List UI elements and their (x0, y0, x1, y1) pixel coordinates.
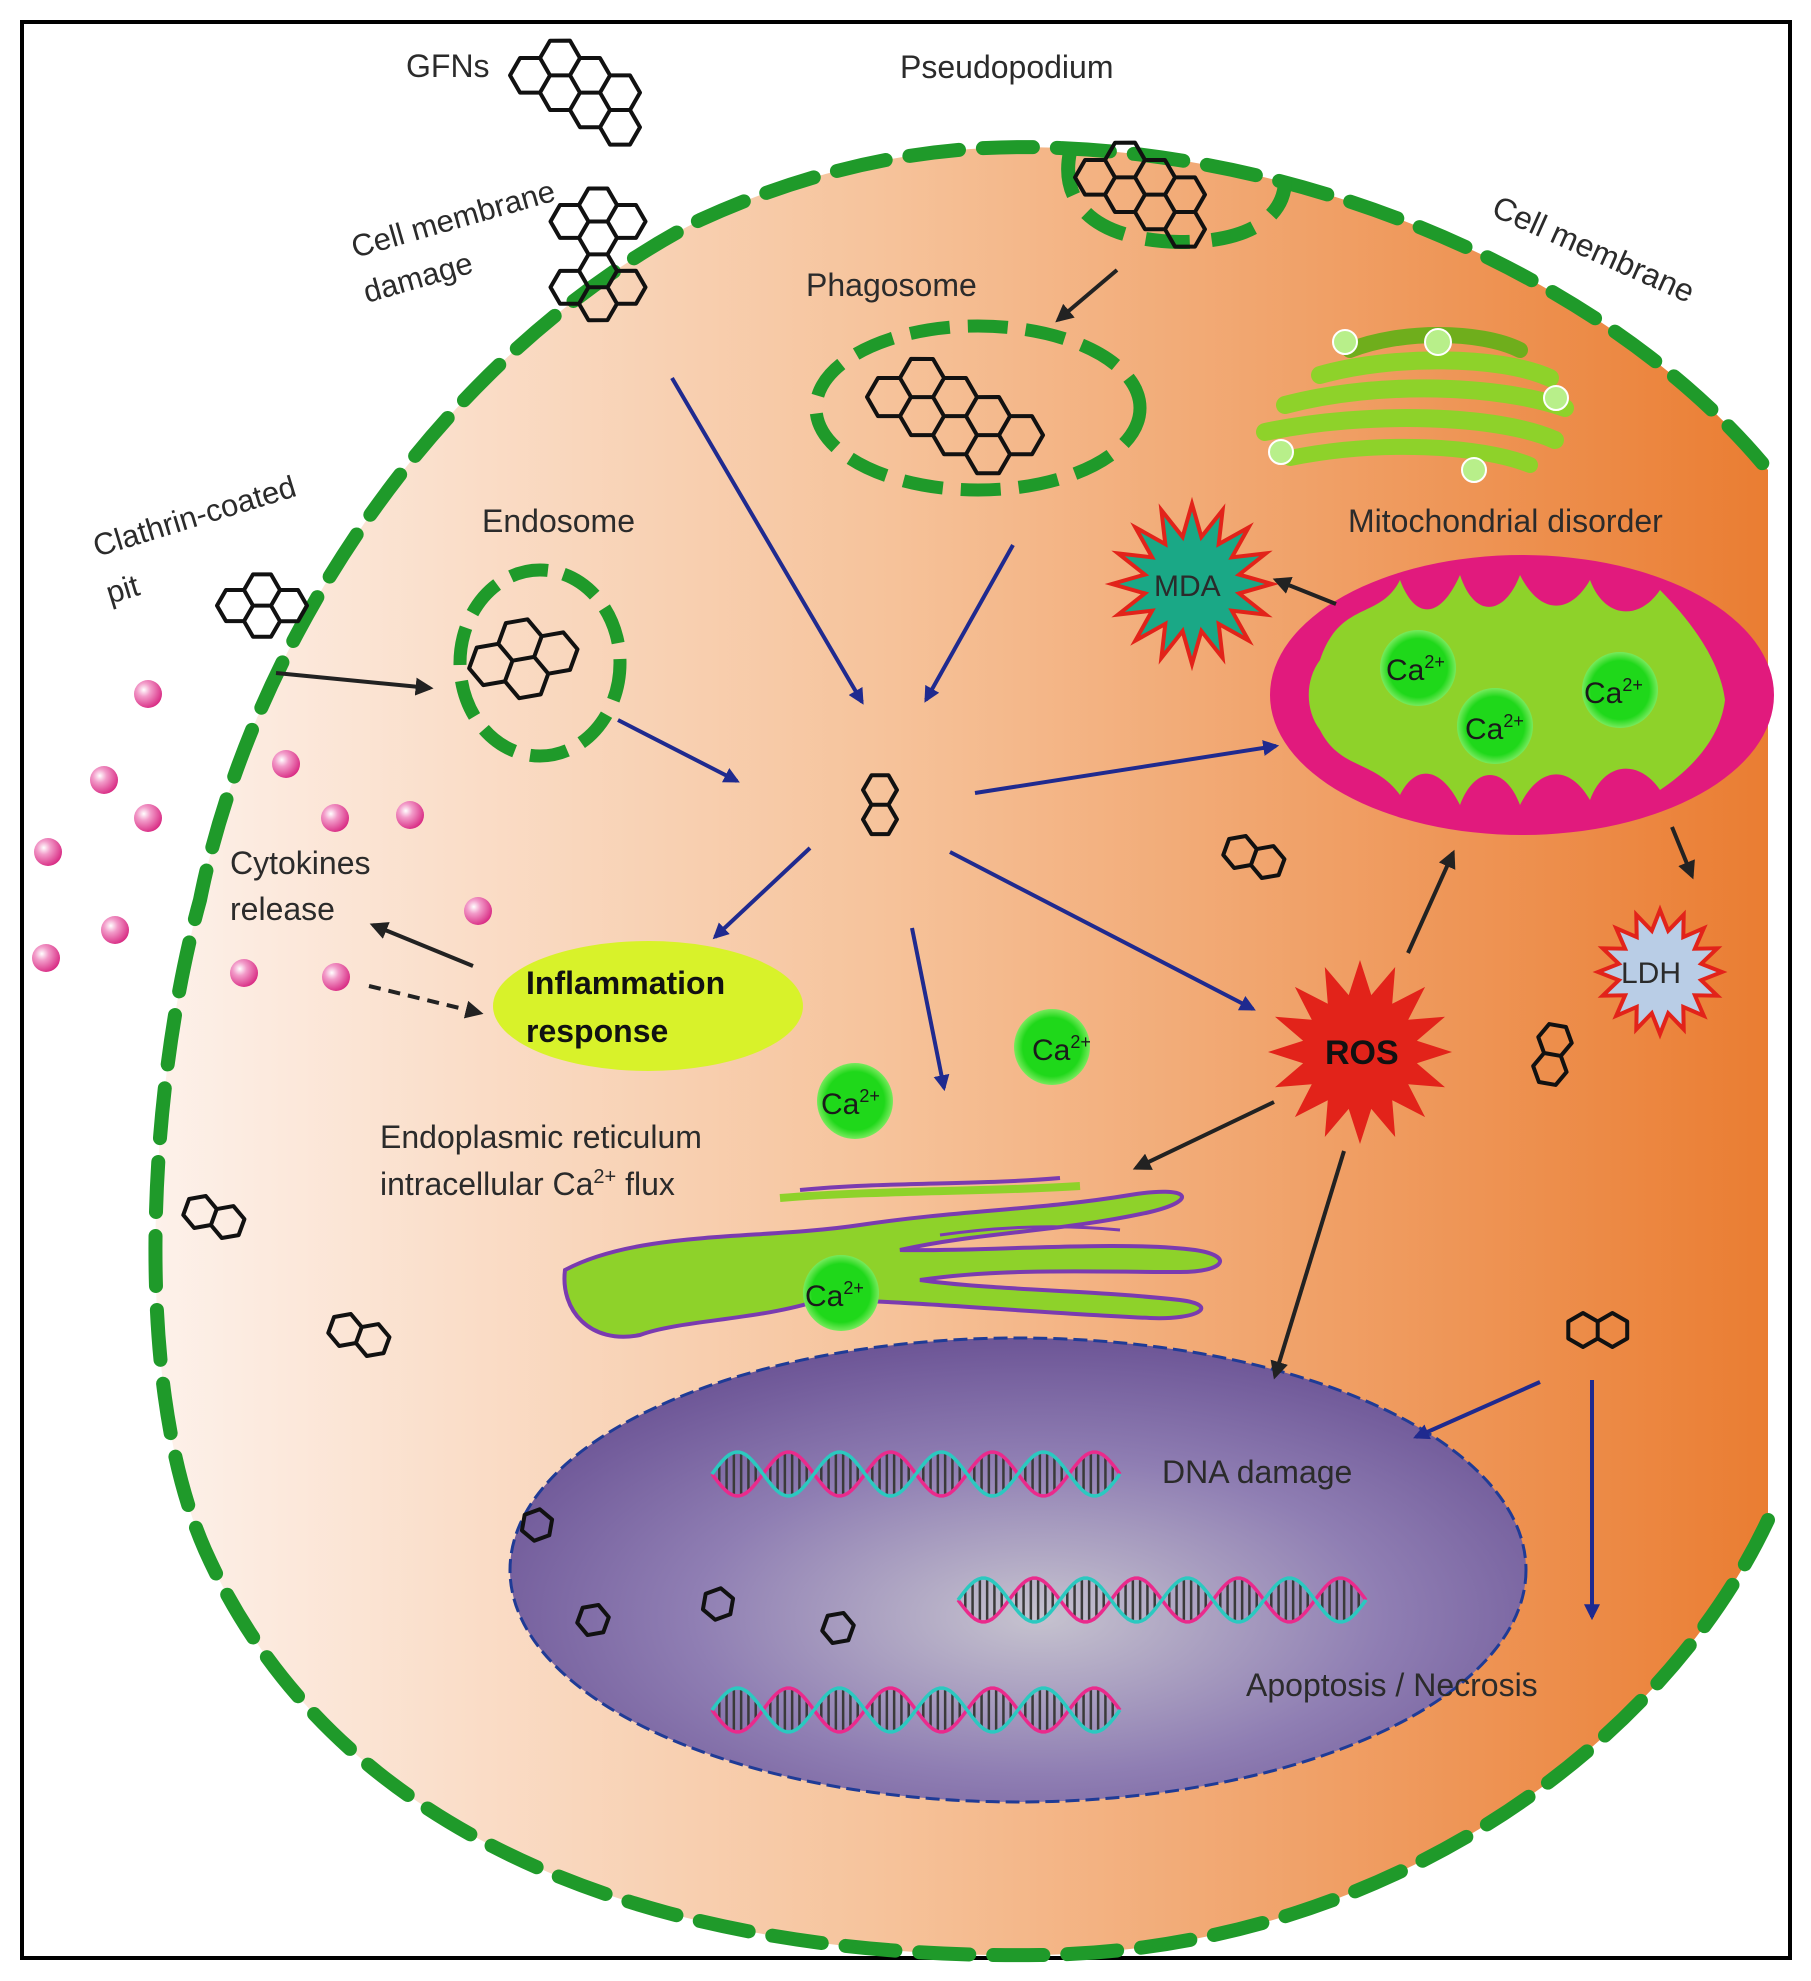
dna-helix-3 (710, 1686, 1122, 1734)
cytokine-beads (32, 680, 492, 991)
graphene-flake-clathrin (214, 572, 310, 639)
arrow-pseudopodium-to-phagosome (1055, 268, 1119, 323)
graphene-flake-endosome (467, 617, 580, 701)
arrow-clathrin-to-endosome (275, 671, 434, 696)
label-phagosome: Phagosome (806, 267, 977, 303)
arrow-ros-to-mitochondrion (1406, 849, 1456, 954)
graphene-flake-left-low (326, 1312, 392, 1359)
svg-text:Ca2+: Ca2+ (805, 1278, 864, 1313)
arrow-ros-to-nucleus (1270, 1150, 1346, 1380)
label-cytokines-line1: Cytokines (230, 845, 371, 881)
graphene-flake-nucleus-4 (820, 1610, 856, 1646)
calcium-ion: Ca2+ (1582, 652, 1658, 728)
graphene-flake-left-membrane (181, 1194, 247, 1241)
label-cytokines-line2: release (230, 891, 335, 927)
calcium-ion: Ca2+ (1457, 688, 1533, 764)
label-mda: MDA (1154, 570, 1221, 603)
graphene-flake-membrane-damage (548, 186, 648, 323)
golgi-apparatus (1256, 327, 1574, 483)
arrow-membrane-damage-to-center (670, 376, 864, 705)
calcium-ion: Ca2+ (817, 1063, 893, 1139)
graphene-flake-nucleus-3 (700, 1586, 736, 1622)
inflammation-response-bubble (493, 941, 803, 1071)
svg-text:Ca2+: Ca2+ (1386, 652, 1445, 687)
graphene-flake-right-bottom (1566, 1311, 1630, 1349)
label-ldh: LDH (1621, 957, 1681, 990)
arrow-mitochondrion-to-ldh (1670, 826, 1695, 880)
label-apoptosis-necrosis: Apoptosis / Necrosis (1246, 1667, 1538, 1703)
ldh-burst (1592, 904, 1728, 1040)
endosome (453, 563, 627, 763)
calcium-ion: Ca2+ (1380, 630, 1456, 706)
arrow-center-to-er (910, 927, 950, 1092)
mitochondrion (1270, 555, 1774, 835)
graphene-flake-phagosome (865, 356, 1046, 476)
graphene-flake-pseudopodium (1073, 140, 1207, 249)
dna-helix-2 (956, 1576, 1368, 1624)
nucleus (508, 1336, 1528, 1804)
phagosome (809, 319, 1147, 497)
arrow-center-to-ros (949, 850, 1256, 1011)
graphene-flake-right-mid (1221, 834, 1287, 881)
graphene-flake-nucleus-2 (575, 1602, 611, 1638)
endoplasmic-reticulum (562, 1176, 1222, 1339)
label-dna-damage: DNA damage (1162, 1454, 1352, 1490)
pathway-arrows (275, 268, 1695, 1621)
label-er-line2: intracellular Ca2+ flux (380, 1166, 675, 1202)
label-pseudopodium: Pseudopodium (900, 49, 1113, 85)
svg-text:Ca2+: Ca2+ (1465, 711, 1524, 746)
calcium-ions: Ca2+ Ca2+ Ca2+ Ca2+ Ca2+ Ca2+ (803, 630, 1658, 1331)
label-ros: ROS (1325, 1034, 1399, 1072)
graphene-flakes (181, 38, 1630, 1646)
label-gfns: GFNs (406, 48, 490, 84)
dna-helix-1 (710, 1450, 1122, 1498)
label-endosome: Endosome (482, 503, 635, 539)
arrow-inflammation-to-cytokines (369, 922, 474, 968)
graphene-flake-right-low (1531, 1022, 1574, 1087)
cell-membrane-dashed (148, 140, 1775, 1963)
graphene-flake-nucleus-1 (519, 1507, 555, 1543)
label-inflammation-line2: response (526, 1013, 668, 1049)
ros-burst (1268, 960, 1452, 1144)
svg-text:Ca2+: Ca2+ (1584, 675, 1643, 710)
calcium-ion: Ca2+ (1014, 1009, 1091, 1085)
arrow-phagosome-to-center (924, 544, 1015, 703)
graphene-flake-gfns (508, 38, 642, 147)
arrow-endosome-to-center (617, 718, 740, 783)
pseudopodium-membrane (1061, 150, 1292, 250)
arrow-center-to-inflammation (712, 846, 812, 940)
label-er-line1: Endoplasmic reticulum (380, 1119, 702, 1155)
mda-burst (1104, 496, 1280, 672)
label-inflammation-line1: Inflammation (526, 965, 725, 1001)
graphene-flake-center (861, 773, 899, 837)
calcium-ion: Ca2+ (803, 1255, 879, 1331)
arrow-mitochondrion-to-mda (1272, 576, 1337, 606)
arrow-flake-to-nucleus (1413, 1380, 1541, 1440)
svg-text:Ca2+: Ca2+ (1032, 1032, 1091, 1067)
arrow-ros-to-er (1132, 1100, 1275, 1170)
svg-text:Ca2+: Ca2+ (821, 1086, 880, 1121)
arrow-center-to-mitochondrion (974, 740, 1280, 795)
label-mitochondrial-disorder: Mitochondrial disorder (1348, 503, 1663, 539)
